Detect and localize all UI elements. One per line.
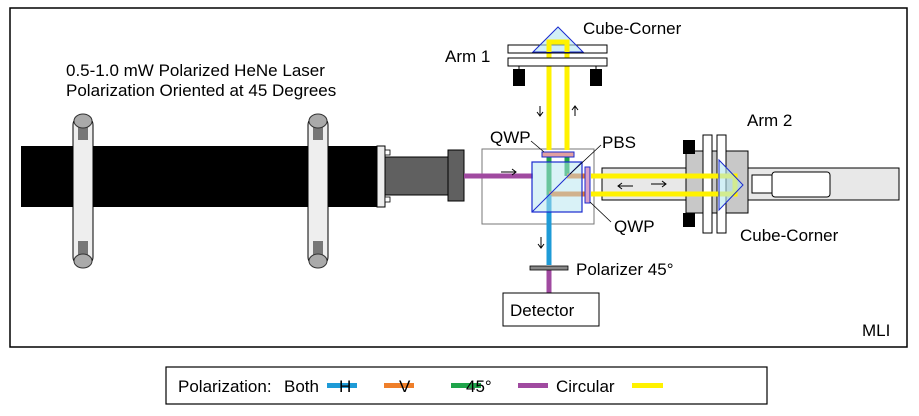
- laser-label-line1: 0.5-1.0 mW Polarized HeNe Laser: [66, 61, 325, 80]
- legend-label-0: Both: [284, 377, 319, 396]
- legend-swatch-4: [632, 383, 663, 388]
- polarizer-label: Polarizer 45°: [576, 260, 674, 279]
- polarizer: [529, 265, 569, 271]
- qwp-right-label: QWP: [614, 217, 655, 236]
- legend-title: Polarization:: [178, 377, 272, 396]
- qwp-right-leader: [589, 201, 612, 223]
- arm2-label: Arm 2: [747, 111, 792, 130]
- legend-swatch-0: [327, 383, 357, 388]
- detector-label: Detector: [510, 301, 575, 320]
- direction-arrows: [501, 105, 667, 249]
- pbs-leader: [569, 144, 602, 175]
- mli-tag: MLI: [862, 321, 890, 340]
- cube-corner-arm2: [718, 158, 744, 212]
- legend: Polarization: Both H V 45° Circular: [165, 366, 768, 405]
- cube-corner-right-label: Cube-Corner: [740, 226, 839, 245]
- legend-label-1: H: [339, 377, 351, 396]
- pbs-label: PBS: [602, 133, 636, 152]
- legend-label-3: 45°: [466, 377, 492, 396]
- qwp-top-label: QWP: [490, 128, 531, 147]
- legend-swatch-3: [518, 383, 548, 388]
- cube-corner-top-label: Cube-Corner: [583, 19, 682, 38]
- laser-mount-left: [72, 113, 94, 269]
- legend-swatch-1: [384, 383, 414, 388]
- bs-base: [481, 148, 595, 225]
- qwp-top-leader: [530, 140, 545, 153]
- legend-label-2: V: [399, 377, 411, 396]
- arm1-label: Arm 1: [445, 47, 490, 66]
- qwp-top: [541, 151, 575, 158]
- laser-mount-right: [307, 113, 329, 269]
- laser-label-line2: Polarization Oriented at 45 Degrees: [66, 81, 336, 100]
- legend-swatch-2: [451, 383, 481, 388]
- qwp-right: [584, 166, 591, 204]
- legend-label-4: Circular: [556, 377, 615, 396]
- detector-box: [502, 292, 600, 327]
